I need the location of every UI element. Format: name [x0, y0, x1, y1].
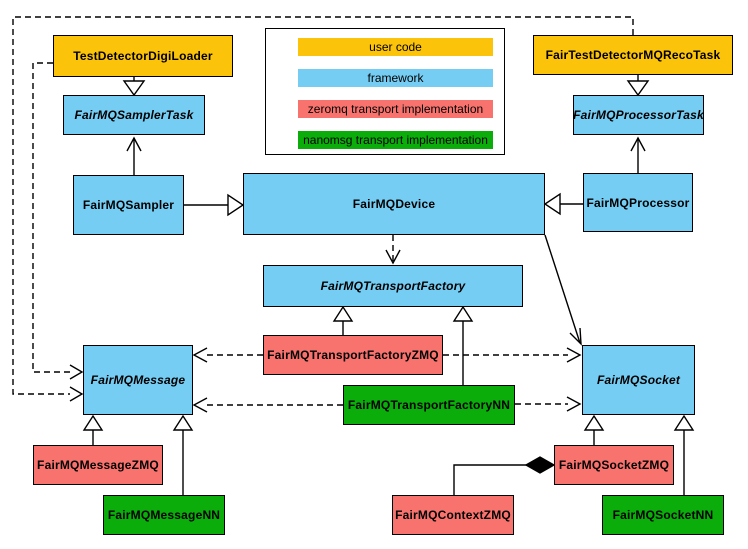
- edge-messagezmq-message: [82, 414, 104, 445]
- legend-item-user-code: user code: [298, 38, 493, 56]
- edge-recotask-message: [12, 16, 634, 402]
- node-fairmq-sampler-task: FairMQSamplerTask: [63, 95, 205, 135]
- edge-transportfactorynn-socket: [515, 396, 582, 412]
- edge-transportfactoryzmq-message: [192, 347, 263, 363]
- node-fairmq-message: FairMQMessage: [83, 345, 193, 415]
- edge-transportfactorynn-message: [192, 397, 343, 413]
- edge-sampler-device: [184, 193, 245, 217]
- edge-device-transportfactory: [385, 235, 401, 265]
- edge-digiloader-message: [32, 62, 84, 380]
- edge-messagenn-message: [172, 414, 194, 495]
- node-fairmq-transport-factory: FairMQTransportFactory: [263, 265, 523, 307]
- edge-transportfactoryzmq-transportfactory: [332, 305, 354, 335]
- edge-sampler-samplertask: [126, 136, 142, 175]
- node-fairmq-socket-nn: FairMQSocketNN: [602, 495, 724, 535]
- legend-box: user code framework zeromq transport imp…: [265, 28, 505, 155]
- legend-item-zeromq: zeromq transport implementation: [298, 100, 493, 118]
- node-fairmq-processor-task: FairMQProcessorTask: [573, 95, 704, 135]
- edge-contextzmq-socketzmq: [453, 456, 556, 495]
- node-fairmq-processor: FairMQProcessor: [583, 173, 693, 232]
- node-fair-test-detector-mq-reco-task: FairTestDetectorMQRecoTask: [533, 35, 733, 75]
- edge-processor-device: [543, 192, 583, 216]
- node-fairmq-transport-factory-zmq: FairMQTransportFactoryZMQ: [263, 335, 443, 375]
- node-fairmq-transport-factory-nn: FairMQTransportFactoryNN: [343, 385, 515, 425]
- node-fairmq-sampler: FairMQSampler: [73, 175, 184, 235]
- edge-device-socket: [544, 234, 582, 346]
- legend-item-nanomsg: nanomsg transport implementation: [298, 131, 493, 149]
- edge-digiloader-samplertask: [122, 77, 146, 97]
- edge-transportfactoryzmq-socket: [443, 347, 582, 363]
- node-fairmq-message-zmq: FairMQMessageZMQ: [33, 445, 163, 485]
- node-fairmq-device: FairMQDevice: [243, 173, 545, 235]
- edge-socketnn-socket: [673, 414, 695, 495]
- node-fairmq-socket: FairMQSocket: [582, 345, 695, 415]
- legend-item-framework: framework: [298, 69, 493, 87]
- edge-recotask-processortask: [626, 75, 650, 97]
- node-test-detector-digi-loader: TestDetectorDigiLoader: [53, 35, 233, 77]
- edge-transportfactorynn-transportfactory: [452, 305, 474, 385]
- edge-socketzmq-socket: [583, 414, 605, 445]
- node-fairmq-socket-zmq: FairMQSocketZMQ: [554, 445, 674, 485]
- node-fairmq-context-zmq: FairMQContextZMQ: [392, 495, 514, 535]
- node-fairmq-message-nn: FairMQMessageNN: [103, 495, 225, 535]
- edge-processor-processortask: [630, 136, 646, 173]
